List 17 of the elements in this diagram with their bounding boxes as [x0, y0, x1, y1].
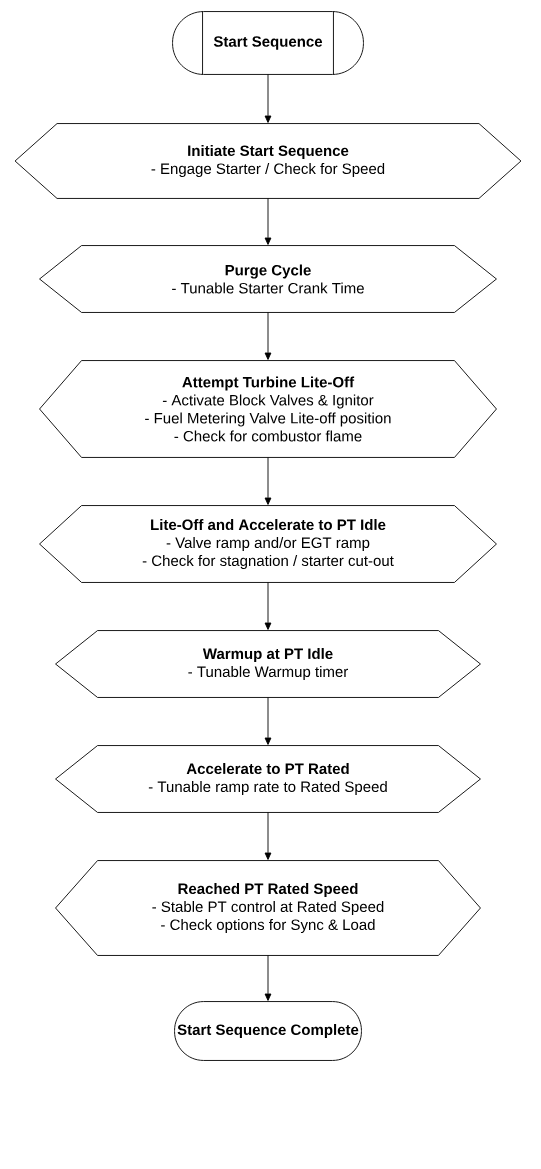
arrow: [264, 74, 272, 123]
arrow: [264, 955, 272, 1001]
process-hexagon: Attempt Turbine Lite-Off - Activate Block Valves & Ignitor - Fuel Metering Valve Lite-off position - Check for combustor flame: [39, 360, 497, 458]
end-terminator: Start Sequence Complete: [174, 1001, 362, 1061]
arrow: [264, 582, 272, 630]
arrow: [264, 812, 272, 860]
process-hexagon: Reached PT Rated Speed - Stable PT control at Rated Speed - Check options for Sync & Load: [55, 860, 481, 956]
process-hexagon: Initiate Start Sequence - Engage Starter / Check for Speed: [14, 123, 522, 199]
start-terminator: Start Sequence: [172, 11, 364, 75]
arrow: [264, 312, 272, 360]
arrow: [264, 697, 272, 745]
arrow: [264, 198, 272, 245]
process-hexagon: Lite-Off and Accelerate to PT Idle - Valve ramp and/or EGT ramp - Check for stagnation / starter cut-out: [39, 505, 497, 583]
process-hexagon: Purge Cycle - Tunable Starter Crank Time: [39, 245, 497, 313]
process-hexagon: Warmup at PT Idle - Tunable Warmup timer: [55, 630, 481, 698]
process-hexagon: Accelerate to PT Rated - Tunable ramp rate to Rated Speed: [55, 745, 481, 813]
arrow: [264, 457, 272, 505]
